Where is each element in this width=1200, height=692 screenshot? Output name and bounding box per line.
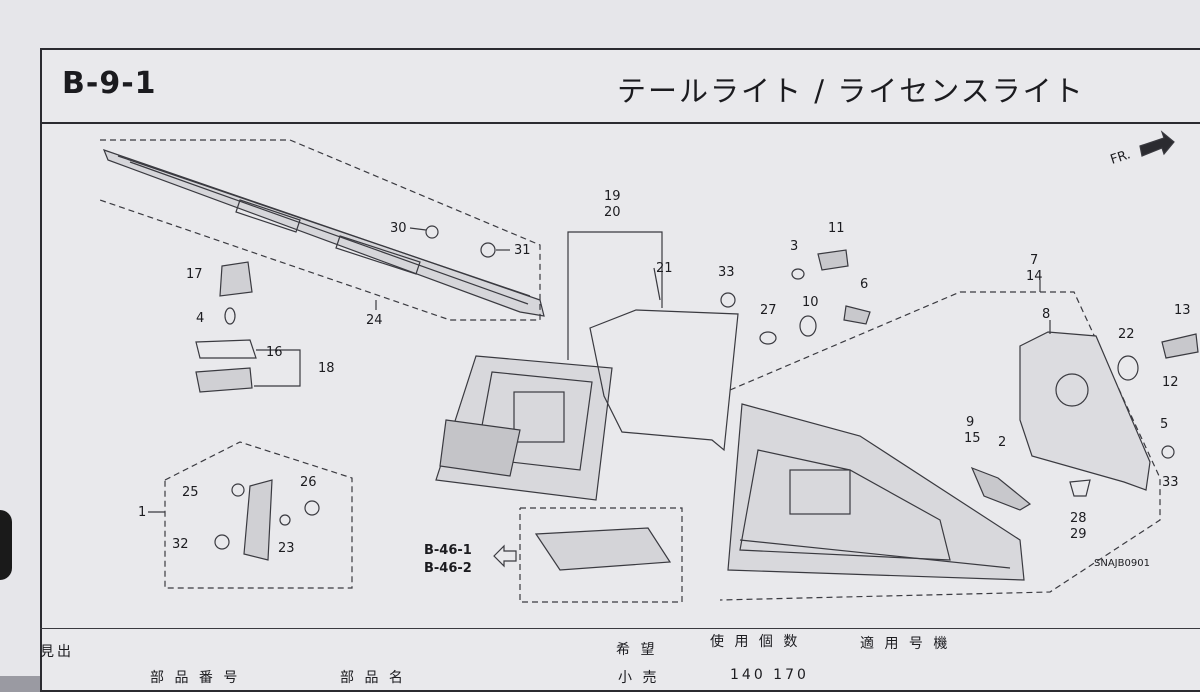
gasket-hole: [1055, 373, 1089, 407]
callout-33b: 33: [1162, 475, 1179, 490]
parts-table-header: 見出 希 望 使 用 個 数 適 用 号 機 部 品 番 号 部 品 名 小 売…: [40, 628, 1200, 689]
callout-10: 10: [802, 295, 819, 310]
inner-tail-lamp: [435, 355, 613, 501]
gasket-16: [195, 339, 257, 359]
section-header: B-9-1 テールライト / ライセンスライト: [42, 50, 1200, 124]
col-part-name: 部 品 名: [340, 670, 406, 686]
reference-b46-2: B-46-2: [424, 561, 472, 576]
kit-box-1: [164, 441, 353, 589]
socket-11: [817, 249, 849, 271]
col-kibou: 希 望: [616, 642, 658, 658]
front-direction-arrow: [1139, 130, 1175, 157]
socket-13: [1161, 333, 1199, 359]
license-garnish: [102, 149, 545, 317]
callout-8: 8: [1042, 307, 1050, 322]
callout-7: 7: [1030, 253, 1038, 268]
callout-12: 12: [1162, 375, 1179, 390]
bracket-9-15: [970, 466, 1032, 511]
callout-2: 2: [998, 435, 1006, 450]
col-part-number: 部 品 番 号: [150, 670, 241, 686]
callout-9: 9: [966, 415, 974, 430]
callout-22: 22: [1118, 327, 1135, 342]
socket-27: [759, 331, 777, 345]
fr-label: FR.: [1109, 147, 1133, 168]
bulb-10: [799, 315, 817, 337]
callout-15: 15: [964, 431, 981, 446]
fastener-31: [480, 242, 496, 258]
outer-tail-lamp: [727, 403, 1025, 581]
callout-6: 6: [860, 277, 868, 292]
nut-23: [279, 514, 291, 526]
bracket: [243, 479, 273, 561]
callout-21: 21: [656, 261, 673, 276]
bulb-3: [791, 268, 805, 280]
callout-29: 29: [1070, 527, 1087, 542]
col-tekiyou: 適 用 号 機: [860, 636, 951, 652]
leader-19-20: [567, 231, 663, 360]
callout-25: 25: [182, 485, 199, 500]
callout-18: 18: [318, 361, 335, 376]
gasket-8: [1019, 331, 1151, 491]
bulb-22: [1117, 355, 1139, 381]
callout-19: 19: [604, 189, 621, 204]
reference-arrow: [493, 544, 517, 568]
tail-lamp-assy-box: [719, 291, 1161, 601]
part-17: [219, 261, 253, 297]
callout-11: 11: [828, 221, 845, 236]
callout-17: 17: [186, 267, 203, 282]
callout-3: 3: [790, 239, 798, 254]
callout-32: 32: [172, 537, 189, 552]
socket-6: [843, 305, 871, 325]
callout-20: 20: [604, 205, 621, 220]
binding-edge: [0, 510, 12, 580]
callout-26: 26: [300, 475, 317, 490]
callout-4: 4: [196, 311, 204, 326]
callout-28: 28: [1070, 511, 1087, 526]
fastener-30: [425, 225, 439, 239]
figure-code: SNAJB0901: [1094, 558, 1150, 569]
section-title: テールライト / ライセンスライト: [617, 74, 1085, 108]
callout-24: 24: [366, 313, 383, 328]
gasket-21: [589, 309, 739, 452]
callout-14: 14: [1026, 269, 1043, 284]
nut-33b: [1161, 445, 1175, 459]
bulb-4: [224, 307, 236, 325]
reference-part: [534, 527, 672, 571]
screw-25: [231, 483, 245, 497]
reference-box: [519, 507, 683, 603]
nut-33: [720, 292, 736, 308]
callout-13: 13: [1174, 303, 1191, 318]
callout-5: 5: [1160, 417, 1168, 432]
col-shiyou: 使 用 個 数: [710, 634, 801, 650]
callout-23: 23: [278, 541, 295, 556]
callout-30: 30: [390, 221, 407, 236]
license-lens-18: [195, 367, 253, 393]
col-mitashi: 見出: [40, 644, 74, 660]
callout-16: 16: [266, 345, 283, 360]
part-26: [304, 500, 320, 516]
callout-31: 31: [514, 243, 531, 258]
callout-27: 27: [760, 303, 777, 318]
screw-28-29: [1069, 479, 1091, 497]
exploded-parts-diagram: FR. 30 31 17 4 24 16 18 19 20 21 33 3 11…: [99, 130, 1199, 603]
section-code: B-9-1: [62, 66, 157, 101]
screw-32: [214, 534, 230, 550]
col-range: 140 170: [730, 667, 809, 683]
callout-1: 1: [138, 505, 146, 520]
reference-b46-1: B-46-1: [424, 543, 472, 558]
callout-33: 33: [718, 265, 735, 280]
col-kouri: 小 売: [618, 670, 660, 686]
